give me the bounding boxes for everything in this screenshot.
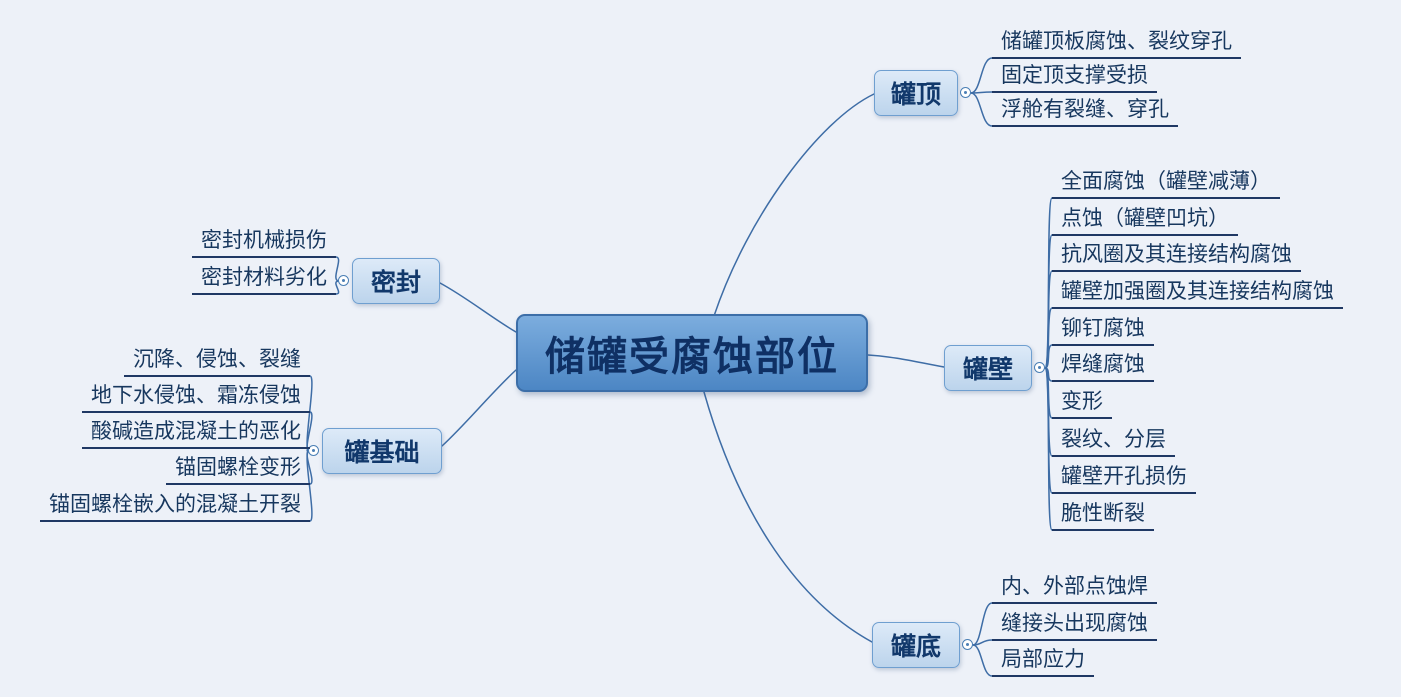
leaf-topic[interactable]: 点蚀（罐壁凹坑） — [1052, 205, 1238, 236]
leaf-topic[interactable]: 密封材料劣化 — [192, 264, 336, 295]
leaf-topic[interactable]: 全面腐蚀（罐壁减薄） — [1052, 168, 1280, 199]
branch-topic-seal[interactable]: 密封 — [352, 258, 440, 304]
leaf-topic[interactable]: 密封机械损伤 — [192, 227, 336, 258]
leaf-topic[interactable]: 沉降、侵蚀、裂缝 — [124, 346, 310, 377]
leaf-topic[interactable]: 地下水侵蚀、霜冻侵蚀 — [82, 382, 310, 413]
leaf-topic[interactable]: 焊缝腐蚀 — [1052, 351, 1154, 382]
collapse-toggle-icon[interactable] — [1034, 362, 1045, 373]
branch-topic-tank-top[interactable]: 罐顶 — [874, 70, 958, 116]
leaf-topic[interactable]: 浮舱有裂缝、穿孔 — [992, 96, 1178, 127]
branch-topic-tank-wall[interactable]: 罐壁 — [944, 345, 1032, 391]
leaf-topic[interactable]: 内、外部点蚀焊 — [992, 573, 1157, 604]
leaf-topic[interactable]: 裂纹、分层 — [1052, 426, 1175, 457]
collapse-toggle-icon[interactable] — [308, 445, 319, 456]
leaf-topic[interactable]: 储罐顶板腐蚀、裂纹穿孔 — [992, 28, 1241, 59]
leaf-topic[interactable]: 锚固螺栓变形 — [166, 454, 310, 485]
leaf-topic[interactable]: 罐壁开孔损伤 — [1052, 463, 1196, 494]
leaf-topic[interactable]: 酸碱造成混凝土的恶化 — [82, 418, 310, 449]
collapse-toggle-icon[interactable] — [960, 87, 971, 98]
leaf-topic[interactable]: 固定顶支撑受损 — [992, 62, 1157, 93]
collapse-toggle-icon[interactable] — [962, 639, 973, 650]
leaf-topic[interactable]: 脆性断裂 — [1052, 500, 1154, 531]
collapse-toggle-icon[interactable] — [338, 275, 349, 286]
leaf-topic[interactable]: 缝接头出现腐蚀 — [992, 610, 1157, 641]
leaf-topic[interactable]: 铆钉腐蚀 — [1052, 315, 1154, 346]
leaf-topic[interactable]: 变形 — [1052, 388, 1112, 419]
branch-topic-tank-bottom[interactable]: 罐底 — [872, 622, 960, 668]
central-topic[interactable]: 储罐受腐蚀部位 — [516, 314, 868, 392]
branch-topic-tank-foundation[interactable]: 罐基础 — [322, 428, 442, 474]
leaf-topic[interactable]: 抗风圈及其连接结构腐蚀 — [1052, 241, 1301, 272]
leaf-topic[interactable]: 锚固螺栓嵌入的混凝土开裂 — [40, 491, 310, 522]
leaf-topic[interactable]: 局部应力 — [992, 646, 1094, 677]
leaf-topic[interactable]: 罐壁加强圈及其连接结构腐蚀 — [1052, 278, 1343, 309]
